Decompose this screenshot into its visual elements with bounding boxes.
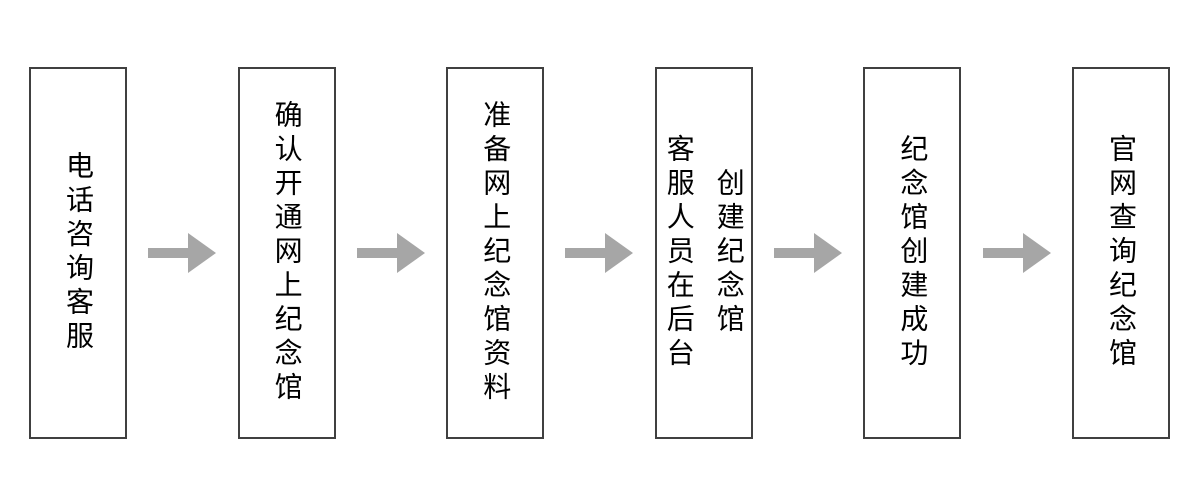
flow-step-label: 准备网上纪念馆资料 [480,100,512,406]
flow-step-label: 确认开通网上纪念馆 [271,100,303,406]
arrow-right-icon [148,232,217,274]
flow-step-box-1: 电话咨询客服 [29,67,127,439]
flow-step-box-3: 准备网上纪念馆资料 [446,67,545,439]
flowchart: 电话咨询客服 确认开通网上纪念馆 准备网上纪念馆资料 客服人员在后台 创建纪念馆… [0,67,1200,439]
arrow-right-icon [774,232,843,274]
flow-step-label: 纪念馆创建成功 [897,134,929,372]
flow-step-label: 客服人员在后台 创建纪念馆 [663,134,745,372]
flow-step-box-5: 纪念馆创建成功 [863,67,962,439]
flow-step-box-2: 确认开通网上纪念馆 [237,67,336,439]
flow-step-label: 官网查询纪念馆 [1105,134,1137,372]
flow-step-box-4: 客服人员在后台 创建纪念馆 [654,67,753,439]
flow-step-box-6: 官网查询纪念馆 [1071,67,1170,439]
arrow-right-icon [565,232,634,274]
arrow-right-icon [356,232,425,274]
flow-step-label: 电话咨询客服 [63,151,94,355]
arrow-right-icon [982,232,1051,274]
